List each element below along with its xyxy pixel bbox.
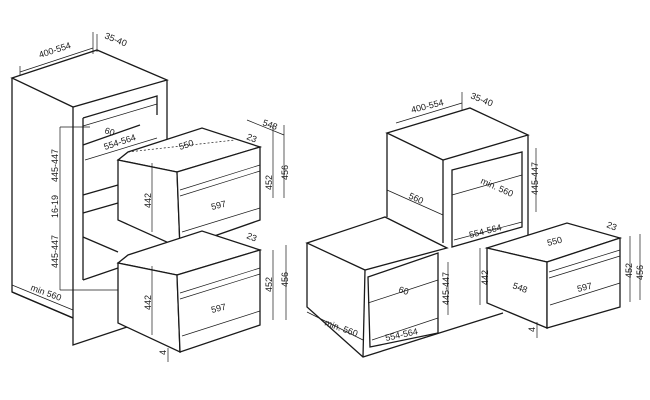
left-upper-niche-height-label: 445-447 bbox=[50, 149, 60, 182]
left-column-cabinet bbox=[10, 49, 169, 346]
right-front-height-label: 452 bbox=[624, 263, 634, 278]
left-oven-body-width-label: 550 bbox=[178, 138, 195, 152]
right-body-height-label: 442 bbox=[480, 270, 490, 285]
right-upper-cabinet-depth-label: 560 bbox=[407, 191, 425, 206]
left-bottom-offset-label: 4 bbox=[158, 350, 168, 355]
left-niche-setback-label: 60 bbox=[103, 125, 116, 138]
right-lower-cabinet-depth-label: min. 560 bbox=[323, 317, 359, 338]
right-cabinet-width-label: 400-554 bbox=[410, 97, 444, 115]
left-upper-front-height-label: 452 bbox=[264, 175, 274, 190]
left-lower-front-height-label: 452 bbox=[264, 277, 274, 292]
left-dimension-lines bbox=[11, 32, 158, 311]
right-upper-niche-height-label: 445-447 bbox=[530, 162, 540, 195]
right-rear-gap-label: 35-40 bbox=[469, 91, 494, 109]
right-upper-niche-depth-label: min. 560 bbox=[479, 176, 515, 199]
right-front-width-label: 597 bbox=[576, 281, 593, 294]
left-lower-total-height-label: 456 bbox=[280, 272, 290, 287]
left-lower-oven bbox=[116, 230, 287, 362]
right-bottom-offset-label: 4 bbox=[527, 327, 537, 332]
right-oven-body-width-label: 550 bbox=[546, 235, 563, 248]
left-lower-body-height-label: 442 bbox=[143, 295, 153, 310]
left-oven-depth-label: 548 bbox=[261, 117, 279, 132]
right-frame-offset-label: 23 bbox=[605, 220, 618, 233]
right-oven-depth-label: 548 bbox=[511, 280, 529, 295]
left-spacer-height-label: 16-19 bbox=[50, 195, 60, 218]
left-rear-gap-label: 35-40 bbox=[103, 31, 128, 49]
left-upper-oven bbox=[116, 119, 285, 250]
right-oven bbox=[479, 222, 641, 338]
right-upper-cabinet bbox=[385, 92, 537, 248]
right-lower-niche-setback-label: 60 bbox=[397, 284, 410, 297]
left-lower-niche-height-label: 445-447 bbox=[50, 235, 60, 268]
left-upper-body-height-label: 442 bbox=[143, 193, 153, 208]
right-total-height-label: 456 bbox=[635, 265, 645, 280]
left-upper-frame-offset-label: 23 bbox=[245, 132, 258, 145]
left-upper-front-width-label: 597 bbox=[210, 199, 227, 212]
left-cabinet-depth-label: min 560 bbox=[29, 282, 63, 302]
left-lower-frame-offset-label: 23 bbox=[245, 231, 258, 244]
left-lower-front-width-label: 597 bbox=[210, 302, 227, 315]
right-lower-niche-height-label: 445-447 bbox=[441, 272, 451, 305]
left-upper-total-height-label: 456 bbox=[280, 165, 290, 180]
right-lower-cabinet bbox=[305, 216, 504, 358]
